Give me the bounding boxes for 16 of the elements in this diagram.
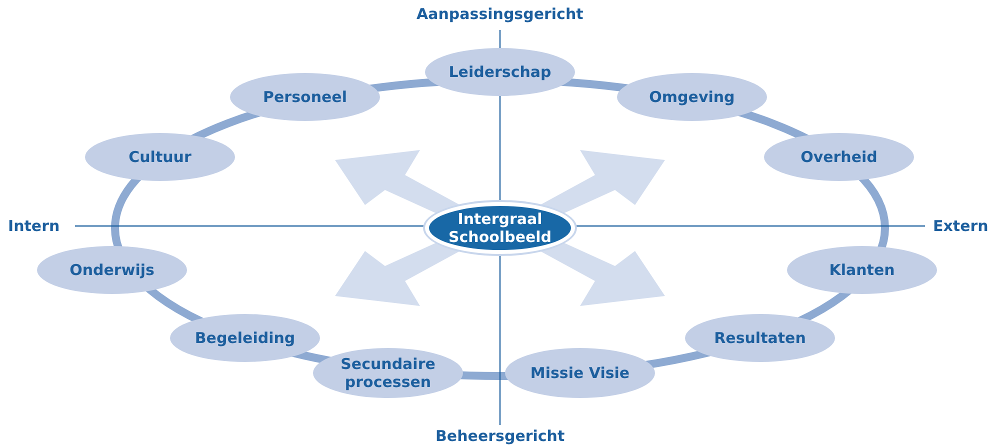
node-label: Personeel [263, 88, 347, 106]
node-label: Onderwijs [70, 261, 154, 279]
node-label: Cultuur [128, 148, 192, 166]
axis-label: Beheersgericht [436, 427, 565, 445]
axis-label: Aanpassingsgericht [416, 5, 584, 23]
node-label: Klanten [829, 261, 895, 279]
node-label: Leiderschap [448, 63, 552, 81]
node-label: Secundaire processen [340, 355, 436, 391]
axis-label: Intern [8, 217, 60, 235]
axis-label: Extern [933, 217, 988, 235]
node-label: Missie Visie [530, 364, 630, 382]
node-label: Resultaten [714, 329, 806, 347]
node-label: Overheid [800, 148, 878, 166]
node-label: Omgeving [649, 88, 735, 106]
node-label: Intergraal Schoolbeeld [447, 210, 553, 246]
node-label: Begeleiding [194, 329, 296, 347]
